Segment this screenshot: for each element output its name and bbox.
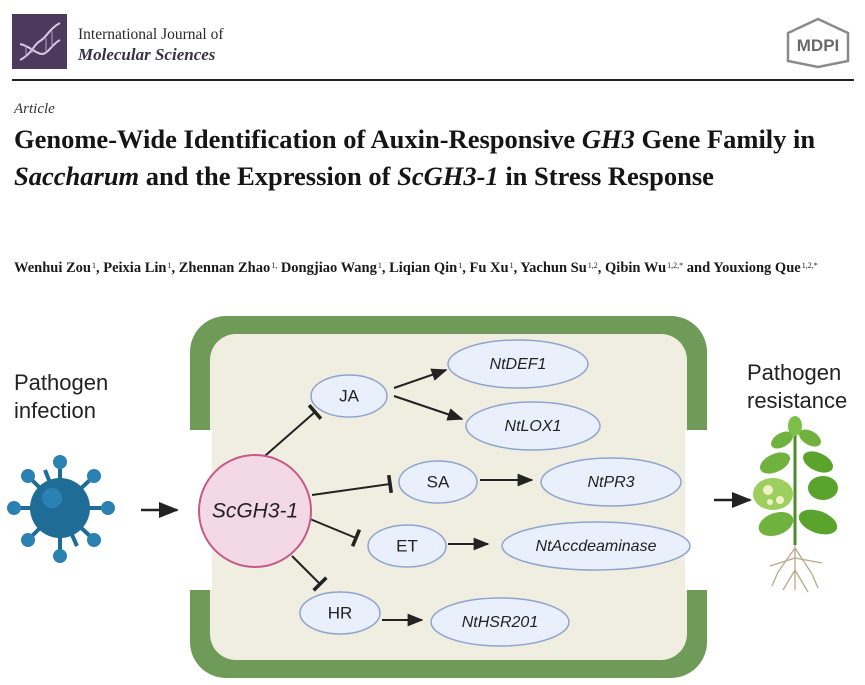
node-ntaccdeaminase-label: NtAccdeaminase (536, 538, 657, 555)
node-ntaccdeaminase: NtAccdeaminase (501, 521, 691, 571)
node-hr: HR (299, 591, 381, 635)
node-ntpr3: NtPR3 (540, 457, 682, 507)
node-ntdef1: NtDEF1 (447, 339, 589, 389)
author-list: Wenhui Zou1, Peixia Lin1, Zhennan Zhao1,… (14, 257, 859, 279)
author-name[interactable]: Yachun Su (520, 260, 587, 276)
author-affiliation: 1 (509, 261, 514, 270)
author-affiliation: 1,2,* (801, 261, 818, 270)
author-name[interactable]: Wenhui Zou (14, 260, 91, 276)
author-separator: , (513, 260, 521, 276)
article-type: Article (14, 101, 55, 117)
left-label-line1: Pathogen (14, 370, 109, 395)
author-name[interactable]: Qibin Wu (605, 260, 667, 276)
node-et: ET (367, 524, 447, 568)
right-label-line2: resistance (747, 388, 848, 413)
arrow-ja-ntdef1 (393, 368, 448, 389)
node-ntpr3-label: NtPR3 (587, 474, 634, 491)
mdpi-logo-icon: MDPI (786, 17, 850, 69)
cell-wall-notch (685, 430, 707, 590)
right-label-line1: Pathogen (747, 360, 842, 385)
author-name[interactable]: Peixia Lin (103, 260, 167, 276)
virus-icon (7, 455, 115, 563)
inhibit-ja (257, 404, 323, 463)
title-part: GH3 (581, 124, 635, 154)
node-scgh3-1: ScGH3-1 (198, 454, 312, 568)
node-ja-label: JA (339, 386, 360, 405)
left-label-line2: infection (14, 398, 96, 423)
right-label: Pathogen resistance (747, 359, 847, 415)
journal-name-line2: Molecular Sciences (78, 45, 216, 64)
inhibit-hr (291, 555, 328, 592)
author-separator: and (683, 260, 714, 276)
inhibit-sa (311, 474, 394, 496)
author-affiliation: 1, (271, 261, 278, 270)
node-ntdef1-label: NtDEF1 (490, 356, 547, 373)
journal-logo-icon (12, 14, 67, 69)
article-title: Genome-Wide Identification of Auxin-Resp… (14, 121, 854, 195)
node-nthsr201-label: NtHSR201 (462, 614, 538, 631)
title-part: Genome-Wide Identification of Auxin-Resp… (14, 124, 582, 154)
author-separator: , (171, 260, 179, 276)
arrow-ja-ntlox1 (393, 395, 464, 421)
node-ntlox1: NtLOX1 (465, 401, 601, 451)
title-part: ScGH3-1 (397, 161, 499, 191)
node-sa: SA (398, 460, 478, 504)
author-name[interactable]: Dongjiao Wang (280, 260, 377, 276)
title-part: Gene Family in (634, 124, 816, 154)
node-nthsr201: NtHSR201 (430, 597, 570, 647)
author-affiliation: 1,2,* (667, 261, 684, 270)
node-hr-label: HR (328, 603, 353, 622)
author-separator: , (597, 260, 606, 276)
node-ja: JA (310, 374, 388, 418)
journal-name-line1: International Journal of (78, 26, 224, 43)
node-scgh3-1-label: ScGH3-1 (212, 500, 298, 523)
title-part: and the Expression of (139, 161, 398, 191)
author-separator: , (95, 260, 104, 276)
author-name[interactable]: Liqian Qin (389, 260, 458, 276)
author-affiliation: 1 (91, 261, 96, 270)
pathway-diagram: JA SA ET HR NtDEF1 NtLOX1 NtPR3 NtAccdea… (7, 316, 838, 678)
mdpi-logo-text: MDPI (797, 36, 840, 55)
author-affiliation: 1 (167, 261, 172, 270)
plant-icon (753, 416, 838, 593)
node-sa-label: SA (427, 472, 450, 491)
node-et-label: ET (396, 536, 418, 555)
author-affiliation: 1,2 (587, 261, 598, 270)
left-label: Pathogen infection (14, 369, 108, 425)
title-part: Saccharum (14, 161, 140, 191)
author-name[interactable]: Fu Xu (469, 260, 509, 276)
inhibit-et (309, 518, 362, 548)
title-part: in Stress Response (498, 161, 714, 191)
author-name[interactable]: Youxiong Que (713, 260, 801, 276)
header-divider (12, 79, 854, 81)
node-ntlox1-label: NtLOX1 (505, 418, 562, 435)
author-affiliation: 1 (377, 261, 382, 270)
author-affiliation: 1 (458, 261, 463, 270)
author-separator: , (462, 260, 470, 276)
author-name[interactable]: Zhennan Zhao (178, 260, 271, 276)
journal-name: International Journal of Molecular Scien… (78, 25, 223, 65)
author-separator: , (381, 260, 390, 276)
